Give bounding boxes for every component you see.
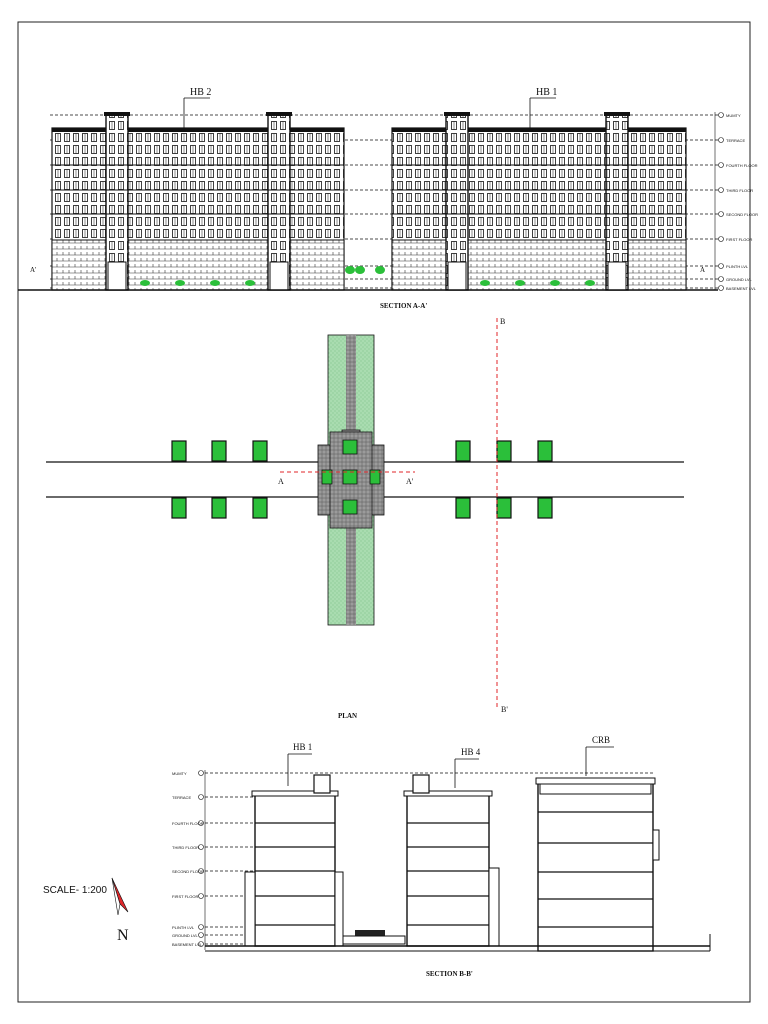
svg-text:FIRST FLOOR: FIRST FLOOR <box>726 237 752 242</box>
hb2-label: HB 2 <box>183 87 211 128</box>
north-arrow-icon <box>111 877 129 916</box>
svg-text:HB 2: HB 2 <box>190 87 211 98</box>
section-aa-level-labels: MUMTY TERRACE FOURTH FLOOR THIRD FLOOR S… <box>714 112 758 291</box>
plan-marker-a-prime: A' <box>406 477 414 486</box>
svg-text:HB 4: HB 4 <box>461 747 481 757</box>
svg-text:MUMTY: MUMTY <box>172 771 187 776</box>
section-bb: HB 1 HB 4 CRB MUMTY TERRACE FOURTH FLOOR <box>172 735 711 978</box>
svg-text:MUMTY: MUMTY <box>726 113 741 118</box>
svg-text:PLINTH LVL: PLINTH LVL <box>172 925 195 930</box>
section-cut-lines <box>280 318 498 710</box>
section-aa-right-marker: A <box>700 266 705 274</box>
central-landscape-elevation <box>345 266 385 274</box>
plan-title: PLAN <box>338 712 357 720</box>
central-steps-section <box>342 930 406 945</box>
plan-marker-b-prime: B' <box>501 705 508 714</box>
svg-text:FOURTH FLOOR: FOURTH FLOOR <box>726 163 758 168</box>
building-crb-section <box>535 777 660 952</box>
section-bb-title: SECTION B-B' <box>426 970 473 978</box>
svg-text:PLINTH LVL: PLINTH LVL <box>726 264 749 269</box>
building-hb4-section <box>403 774 500 947</box>
central-plaza <box>317 429 385 529</box>
svg-text:FOURTH FLOOR: FOURTH FLOOR <box>172 821 204 826</box>
section-bb-level-labels: MUMTY TERRACE FOURTH FLOOR THIRD FLOOR S… <box>172 770 206 950</box>
svg-text:TERRACE: TERRACE <box>172 795 191 800</box>
hb1-label: HB 1 <box>529 87 557 128</box>
section-aa-title: SECTION A-A' <box>380 302 427 310</box>
svg-text:SECOND FLOOR: SECOND FLOOR <box>726 212 758 217</box>
building-hb2-elevation <box>51 112 345 291</box>
building-hb1-elevation <box>391 112 687 291</box>
plan-marker-b: B <box>500 317 505 326</box>
svg-text:BASEMENT LVL: BASEMENT LVL <box>726 286 757 291</box>
svg-text:GROUND LVL: GROUND LVL <box>172 933 198 938</box>
svg-text:HB 1: HB 1 <box>536 87 557 98</box>
hb1-section-label: HB 1 <box>287 742 312 786</box>
scale-label: SCALE- 1:200 <box>43 885 107 896</box>
svg-text:FIRST FLOOR: FIRST FLOOR <box>172 894 198 899</box>
svg-text:TERRACE: TERRACE <box>726 138 745 143</box>
svg-text:THIRD FLOOR: THIRD FLOOR <box>726 188 753 193</box>
section-aa: HB 2 HB 1 A' A MUMTY TERRACE FOURTH FLOO… <box>18 87 758 310</box>
tree-pits <box>171 440 553 519</box>
svg-text:HB 1: HB 1 <box>293 742 312 752</box>
section-aa-left-marker: A' <box>30 266 36 274</box>
svg-text:CRB: CRB <box>592 735 610 745</box>
north-label: N <box>117 927 129 944</box>
plan-marker-a: A <box>278 477 284 486</box>
hb4-section-label: HB 4 <box>454 747 481 788</box>
svg-text:GROUND LVL: GROUND LVL <box>726 277 752 282</box>
building-hb1-section <box>244 774 344 947</box>
svg-text:SECOND FLOOR: SECOND FLOOR <box>172 869 204 874</box>
crb-section-label: CRB <box>585 735 614 776</box>
svg-text:THIRD FLOOR: THIRD FLOOR <box>172 845 199 850</box>
svg-text:BASEMENT LVL: BASEMENT LVL <box>172 942 203 947</box>
site-plan: A A' B B' PLAN <box>46 317 684 720</box>
